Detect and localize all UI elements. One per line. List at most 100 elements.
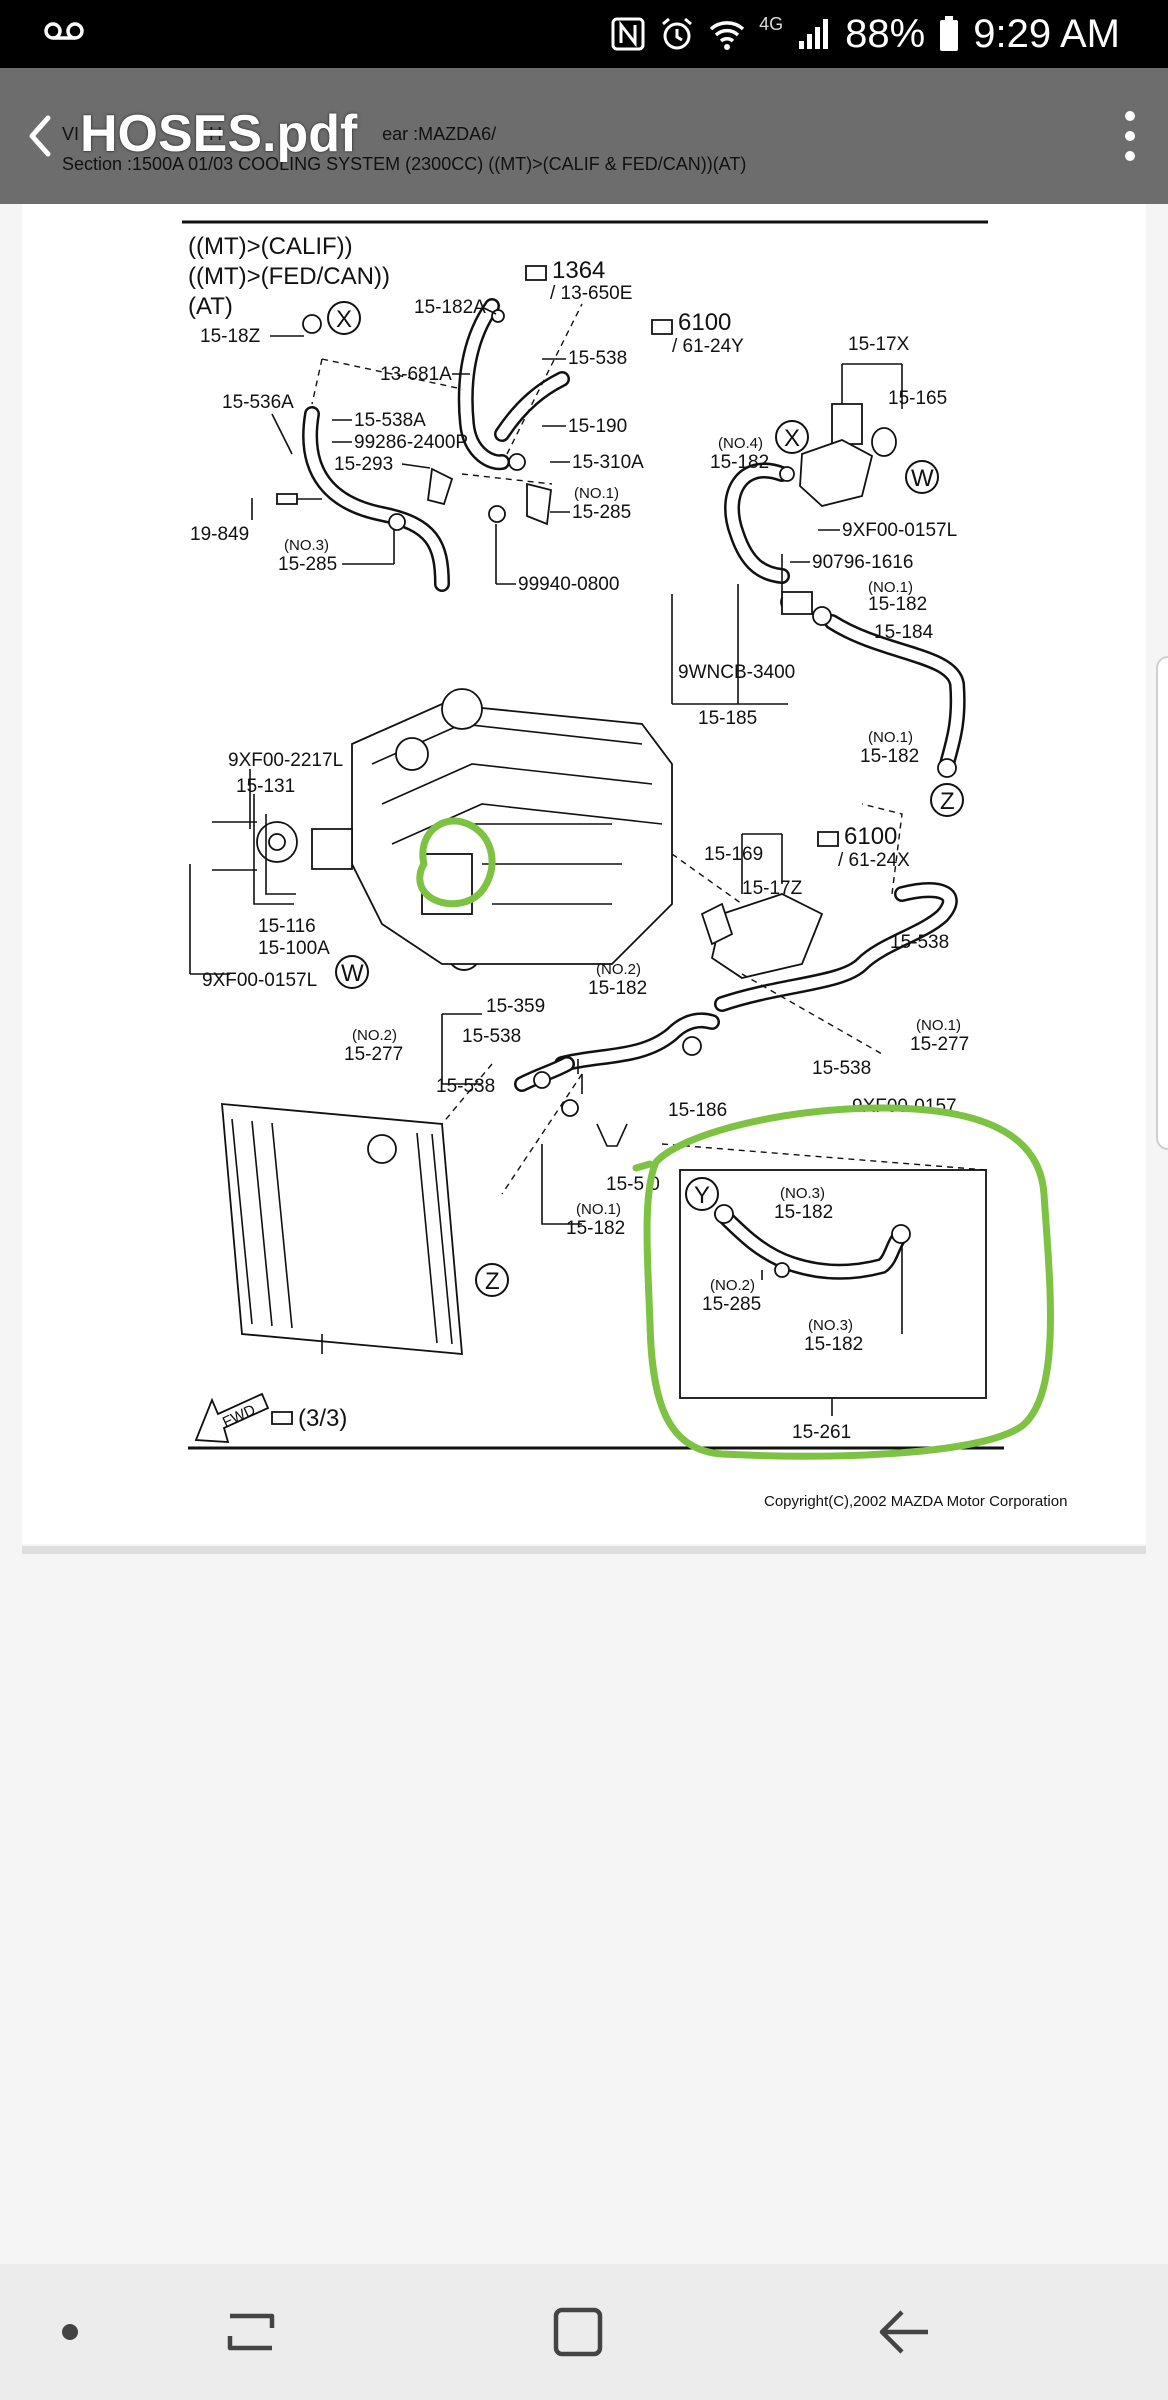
svg-text:15-285: 15-285 [278,554,337,575]
svg-text:(NO.3): (NO.3) [780,1185,825,1202]
home-icon [553,2307,603,2357]
svg-text:13-681A: 13-681A [380,364,452,385]
variant-1: ((MT)>(CALIF)) [188,233,353,260]
pdf-viewer[interactable]: .t{font-size:19px;fill:#111;} .s{font-si… [0,204,1168,2264]
network-type: 4G [759,13,784,34]
svg-text:(NO.1): (NO.1) [574,485,619,502]
page-divider [22,1546,1146,1554]
svg-text:15-185: 15-185 [698,708,757,729]
battery-percent: 88% [845,11,926,56]
inset-15-261: 15-261 [679,1169,987,1443]
svg-text:(3/3): (3/3) [298,1405,347,1432]
recents-icon [227,2313,275,2351]
svg-text:(NO.2): (NO.2) [596,961,641,978]
callout-w-1: W [905,460,939,494]
document-title: HOSES.pdf [80,105,358,163]
back-nav-button[interactable] [874,2302,934,2362]
svg-text:15-182: 15-182 [804,1334,863,1355]
svg-text:(NO.1): (NO.1) [916,1017,961,1034]
svg-text:9XF00-0157L: 9XF00-0157L [842,520,957,541]
status-bar: 4G 88% 9:29 AM [0,0,1168,68]
back-button[interactable] [22,112,62,160]
svg-text:15-182: 15-182 [774,1202,833,1223]
svg-text:9XF00-0157L: 9XF00-0157L [202,970,317,991]
svg-text:Z: Z [940,788,955,815]
svg-text:(NO.1): (NO.1) [868,579,913,596]
svg-text:15-17Z: 15-17Z [742,878,803,899]
svg-text:/ 61-24Y: / 61-24Y [672,336,744,357]
svg-text:Z: Z [485,1268,500,1295]
svg-text:15-538: 15-538 [890,932,949,953]
svg-text:15-261: 15-261 [792,1422,851,1443]
svg-text:15-182: 15-182 [588,978,647,999]
svg-text:15-186: 15-186 [668,1100,727,1121]
svg-text:/ 61-24X: / 61-24X [838,850,910,871]
svg-text:19-849: 19-849 [190,524,249,545]
svg-text:15-182A: 15-182A [414,297,486,318]
annotation-circle-large [632,1104,1054,1460]
nfc-icon [611,17,645,51]
svg-text:15-536A: 15-536A [222,392,294,413]
more-options-button[interactable] [1118,108,1142,164]
callout-x-2: X [775,420,809,454]
doc-header-line1: VI H ear :MAZDA6/ [62,124,497,144]
home-button[interactable] [548,2302,608,2362]
svg-text:15-285: 15-285 [572,502,631,523]
fast-scroll-handle[interactable] [1156,656,1168,1150]
wifi-icon [709,21,745,50]
callout-z-2: Z [475,1263,509,1297]
svg-text:15-538: 15-538 [462,1026,521,1047]
back-arrow-icon [879,2310,928,2354]
more-vertical-icon [1125,111,1135,161]
clock: 9:29 AM [973,11,1120,56]
svg-text:9WNCB-3400: 9WNCB-3400 [678,662,795,683]
callout-x-1: X [327,301,361,335]
svg-text:X: X [336,306,352,333]
svg-text:15-538A: 15-538A [354,410,426,431]
pdf-page: .t{font-size:19px;fill:#111;} .s{font-si… [22,204,1146,1544]
ref-6100-b: 6100 / 61-24X [817,823,910,871]
svg-text:15-116: 15-116 [258,916,316,937]
svg-text:6100: 6100 [678,309,731,336]
app-bar: VI H ear :MAZDA6/ Section :1500A 01/03 C… [0,68,1168,204]
svg-text:90796-1616: 90796-1616 [812,552,913,573]
nav-dot-button[interactable] [40,2302,100,2362]
svg-text:15-182: 15-182 [868,594,927,615]
doc-header-line2: Section :1500A 01/03 COOLING SYSTEM (230… [62,154,747,174]
svg-text:15-169: 15-169 [704,844,763,865]
svg-text:6100: 6100 [844,823,897,850]
ref-1364: 1364 / 13-650E [525,257,632,304]
svg-text:15-131: 15-131 [236,776,295,797]
svg-text:15-359: 15-359 [486,996,545,1017]
voicemail-icon [44,22,84,40]
svg-text:15-190: 15-190 [568,416,627,437]
annotation-circle-small [416,817,496,908]
svg-text:15-538: 15-538 [812,1058,871,1079]
signal-icon [799,19,829,49]
navigation-bar [0,2264,1168,2400]
svg-text:(NO.2): (NO.2) [710,1277,755,1294]
svg-text:15-18Z: 15-18Z [200,326,261,347]
callout-y-2: Y [685,1177,719,1211]
svg-text:(NO.3): (NO.3) [284,537,329,554]
svg-text:15-285: 15-285 [702,1294,761,1315]
svg-text:15-293: 15-293 [334,454,393,475]
svg-text:15-17X: 15-17X [848,334,910,355]
recent-apps-button[interactable] [222,2302,282,2362]
fwd-arrow: FWD [194,1392,270,1443]
svg-text:1364: 1364 [552,257,605,284]
callout-w-2: W [335,955,369,989]
svg-text:/ 13-650E: / 13-650E [550,283,632,304]
callout-z-1: Z [930,783,964,817]
svg-text:15-184: 15-184 [874,622,934,643]
engine-illustration [351,688,673,965]
svg-text:99940-0800: 99940-0800 [518,574,619,595]
chevron-left-icon [29,115,51,157]
svg-text:15-182: 15-182 [860,746,919,767]
svg-text:(NO.4): (NO.4) [718,435,763,452]
svg-text:X: X [784,425,800,452]
cooling-system-diagram: .t{font-size:19px;fill:#111;} .s{font-si… [182,220,1067,1510]
svg-text:W: W [911,465,934,492]
svg-text:Y: Y [694,1182,710,1209]
radiator [221,1103,463,1355]
